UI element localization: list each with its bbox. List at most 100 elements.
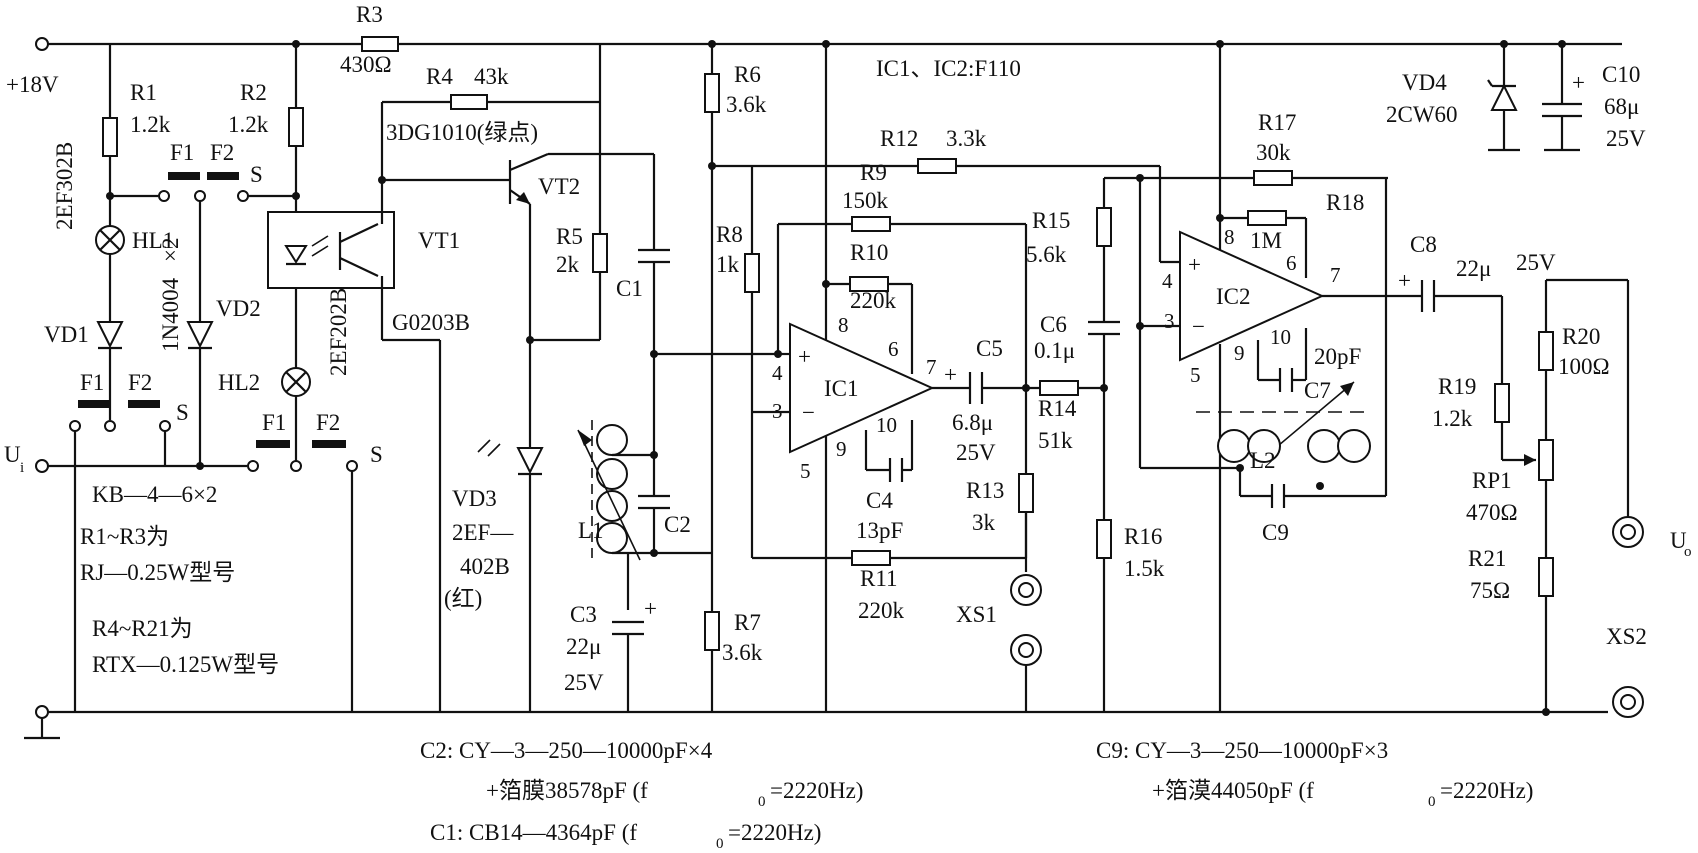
r15-name: R15 xyxy=(1032,208,1070,233)
rp1-value: 470Ω xyxy=(1466,500,1518,525)
c5-name: C5 xyxy=(976,336,1003,361)
vd4-name: VD4 xyxy=(1402,70,1447,95)
r6-name: R6 xyxy=(734,62,761,87)
ic2-minus: − xyxy=(1192,314,1205,339)
r17-name: R17 xyxy=(1258,110,1296,135)
r13-name: R13 xyxy=(966,478,1004,503)
switch-f2-bar xyxy=(207,172,239,180)
c1-name: C1 xyxy=(616,276,643,301)
r2-resistor xyxy=(288,107,304,147)
c7-value: 20pF xyxy=(1314,344,1361,369)
note-c2-line1: C2: CY—3—250—10000pF×4 xyxy=(420,738,713,763)
note-c2-line2a: +箔膜38578pF (f xyxy=(486,778,648,803)
note-r1-r3-a: R1~R3为 xyxy=(80,524,169,549)
input-sub: i xyxy=(20,460,24,476)
supply-terminal xyxy=(35,37,49,51)
c8-plus: + xyxy=(1398,268,1411,293)
hl1-type: 2EF302B xyxy=(52,142,77,230)
ic2-pin6: 6 xyxy=(1286,251,1297,275)
ic2-pin8: 8 xyxy=(1224,225,1235,249)
note-r1-r3-b: RJ—0.25W型号 xyxy=(80,560,235,585)
ic2-plus: + xyxy=(1188,252,1201,277)
switch-model: KB—4—6×2 xyxy=(92,482,217,507)
ic2-pin10: 10 xyxy=(1270,325,1291,349)
c2-name: C2 xyxy=(664,512,691,537)
r8-resistor xyxy=(744,253,760,293)
r8-value: 1k xyxy=(716,252,740,277)
r11-name: R11 xyxy=(860,566,898,591)
r7-resistor xyxy=(704,611,720,651)
ground-terminal xyxy=(35,705,49,719)
switch-f1-label-3: F1 xyxy=(262,410,286,435)
c5-volt: 25V xyxy=(956,440,996,465)
ic1-pin10: 10 xyxy=(876,413,897,437)
c8-name: C8 xyxy=(1410,232,1437,257)
c4-value: 13pF xyxy=(856,518,903,543)
ic1-pin7: 7 xyxy=(926,355,937,379)
switch-f1-label: F1 xyxy=(170,140,194,165)
ic1-pin5: 5 xyxy=(800,459,811,483)
vd2-diode xyxy=(186,321,214,349)
ic2-name: IC2 xyxy=(1216,284,1251,309)
vd3-name: VD3 xyxy=(452,486,497,511)
c3-plus: + xyxy=(644,596,657,621)
r13-value: 3k xyxy=(972,510,996,535)
xs2-name: XS2 xyxy=(1606,624,1647,649)
ic2-opamp xyxy=(1179,230,1325,362)
r5-name: R5 xyxy=(556,224,583,249)
ic1-pin9: 9 xyxy=(836,437,847,461)
c5-value: 6.8μ xyxy=(952,410,993,435)
r19-name: R19 xyxy=(1438,374,1476,399)
rp1-name: RP1 xyxy=(1472,468,1512,493)
r18-name: R18 xyxy=(1326,190,1364,215)
vd3-diode xyxy=(516,447,544,475)
vd2-name: VD2 xyxy=(216,296,261,321)
r3-name: R3 xyxy=(356,2,383,27)
c9-name: C9 xyxy=(1262,520,1289,545)
supply-label: +18V xyxy=(6,72,59,97)
note-r4-r21-b: RTX—0.125W型号 xyxy=(92,652,279,677)
ic1-pin6: 6 xyxy=(888,337,899,361)
ic2-pin3: 3 xyxy=(1164,309,1175,333)
r1-name: R1 xyxy=(130,80,157,105)
input-terminal xyxy=(35,459,49,473)
rp1-potentiometer[interactable] xyxy=(1538,439,1554,481)
note-c9-line2b: =2220Hz) xyxy=(1440,778,1533,803)
c3-value: 22μ xyxy=(566,634,601,659)
r6-value: 3.6k xyxy=(726,92,767,117)
r12-resistor xyxy=(917,158,957,174)
vd3-type1: 2EF— xyxy=(452,520,514,545)
ic1-pin8: 8 xyxy=(838,313,849,337)
vd1-name: VD1 xyxy=(44,322,89,347)
r16-name: R16 xyxy=(1124,524,1162,549)
diodes-count: ×2 xyxy=(158,238,183,262)
r2-value: 1.2k xyxy=(228,112,269,137)
ic1-minus: − xyxy=(802,400,815,425)
note-c9-line2a: +箔漠44050pF (f xyxy=(1152,778,1314,803)
c4-name: C4 xyxy=(866,488,893,513)
r14-value: 51k xyxy=(1038,428,1073,453)
ic2-pin5: 5 xyxy=(1190,363,1201,387)
r12-name: R12 xyxy=(880,126,918,151)
c10-value: 68μ xyxy=(1604,94,1639,119)
l1-inductor xyxy=(577,420,641,561)
note-c1-line-b: =2220Hz) xyxy=(728,820,821,845)
switch-f1-label-2: F1 xyxy=(80,370,104,395)
c10-plus: + xyxy=(1572,70,1585,95)
r21-name: R21 xyxy=(1468,546,1506,571)
ic1-pin4: 4 xyxy=(772,361,783,385)
ic1-name: IC1 xyxy=(824,376,859,401)
r5-value: 2k xyxy=(556,252,580,277)
r14-name: R14 xyxy=(1038,396,1077,421)
vd4-type: 2CW60 xyxy=(1386,102,1458,127)
l2-name: L2 xyxy=(1250,448,1276,473)
vt1-type: G0203B xyxy=(392,310,470,335)
r20-resistor xyxy=(1538,331,1554,371)
vd1-diode xyxy=(96,321,124,349)
vd4-zener xyxy=(1490,83,1518,111)
hl1-name: HL1 xyxy=(132,228,174,253)
vt1-led xyxy=(284,245,308,264)
r9-value: 150k xyxy=(842,188,889,213)
note-c1-line-a: C1: CB14—4364pF (f xyxy=(430,820,637,845)
vt2-type: 3DG1010(绿点) xyxy=(386,120,538,145)
